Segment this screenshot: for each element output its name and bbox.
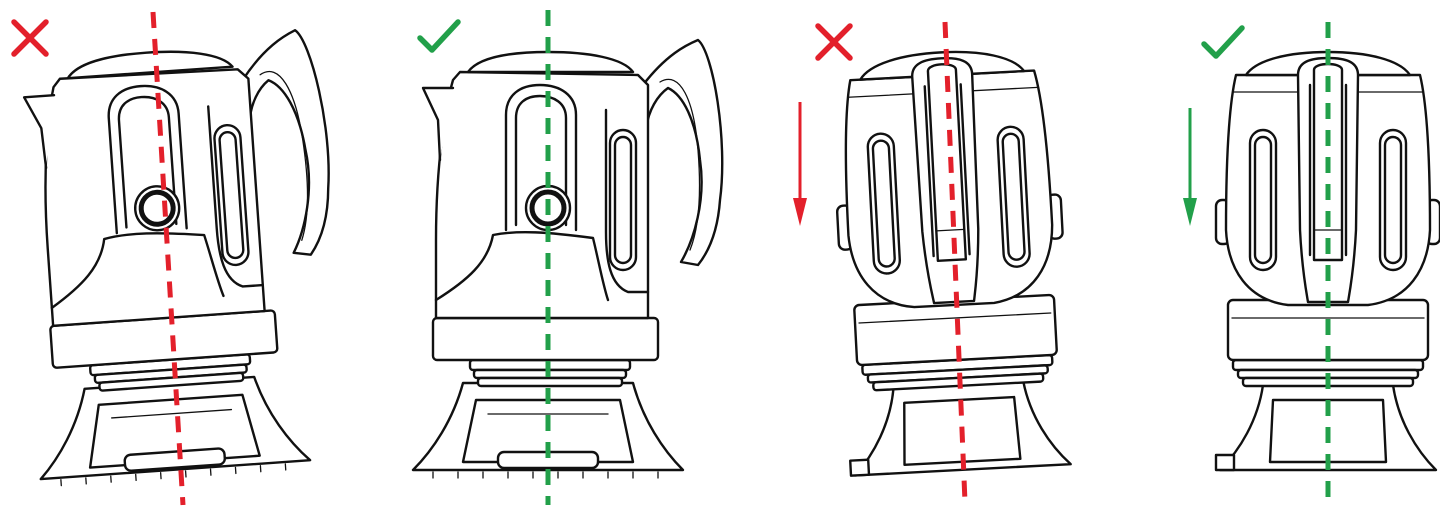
check-icon xyxy=(420,22,458,50)
panel-rear-correct xyxy=(1183,22,1440,502)
panel-side-incorrect xyxy=(11,11,350,506)
cross-icon xyxy=(818,26,850,58)
panel-side-correct xyxy=(413,10,722,505)
check-icon xyxy=(1204,28,1242,56)
tilted-alignment-line xyxy=(150,11,186,506)
down-arrow-icon xyxy=(1183,108,1197,226)
panel-rear-incorrect xyxy=(793,21,1076,503)
kettle-side-view-tilted xyxy=(11,29,350,488)
kettle-side-view-upright xyxy=(413,40,722,478)
cross-icon xyxy=(14,22,46,54)
down-arrow-icon xyxy=(793,102,807,226)
kettle-rear-view-tilted xyxy=(827,45,1076,477)
